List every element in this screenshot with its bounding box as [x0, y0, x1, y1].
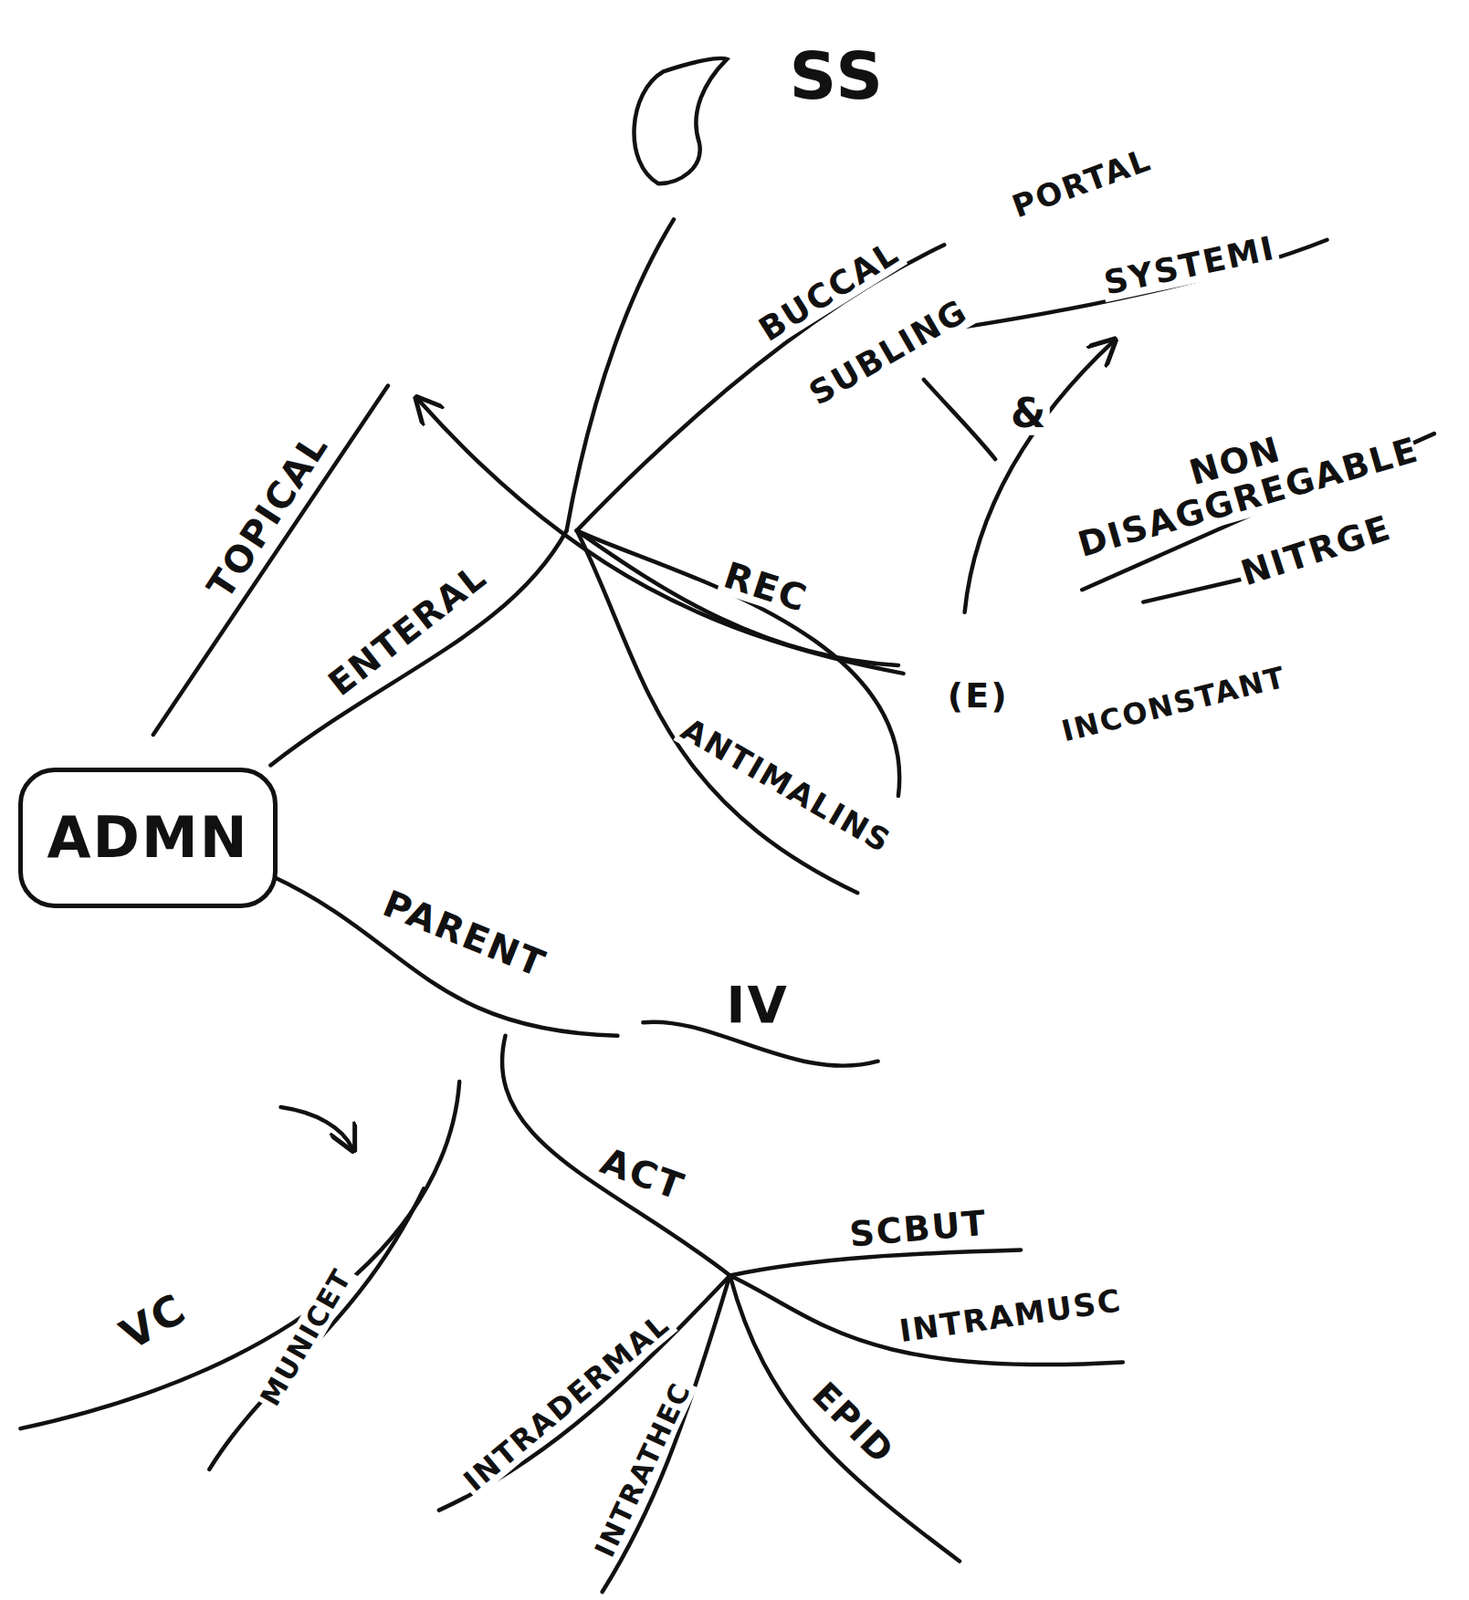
branch-label: INCONSTANT [1055, 660, 1292, 749]
branch-label: TOPICAL [198, 423, 337, 608]
branch-line [566, 219, 674, 531]
branch-label: SYSTEMI [1098, 229, 1281, 303]
arrow-line [281, 1107, 353, 1149]
branch-label: NITRGE [1234, 508, 1400, 595]
branch-line [270, 875, 618, 1037]
branch-label: & [1007, 391, 1050, 436]
branch-label: MUNICET [253, 1260, 359, 1414]
branch-label: PORTAL [1005, 141, 1159, 226]
branch-line [502, 1036, 730, 1277]
branch-label: SCBUT [845, 1205, 992, 1256]
branch-label: REC [715, 554, 815, 621]
branch-label: INTRAMUSC [894, 1283, 1127, 1350]
branch-label: ENTERAL [320, 556, 497, 706]
branch-line [209, 1188, 424, 1469]
branch-label: ACT [593, 1139, 693, 1208]
branch-label: PARENT [375, 881, 555, 986]
branch-label: ANTIMALINS [672, 711, 899, 861]
central-topic-box: ADMN [18, 767, 278, 909]
branch-label: INTRATHEC [587, 1375, 698, 1565]
node-text: ADMN [47, 804, 250, 871]
mouth-sketch [634, 58, 728, 184]
branch-line [20, 1081, 460, 1429]
branch-line [923, 379, 996, 460]
branch-label: IV [724, 977, 792, 1035]
branch-label: EPID [802, 1374, 903, 1475]
branch-label: SS [786, 40, 888, 113]
branch-label: VC [110, 1283, 197, 1360]
branch-line [270, 530, 567, 766]
branch-line [577, 244, 945, 531]
branch-line [729, 1250, 1021, 1277]
underline [1143, 579, 1240, 603]
branch-label: (E) [944, 677, 1012, 716]
arrow-line [965, 342, 1113, 613]
branch-line [577, 530, 858, 893]
arrow-line [418, 399, 903, 674]
branch-label: BUCCAL [750, 232, 908, 350]
